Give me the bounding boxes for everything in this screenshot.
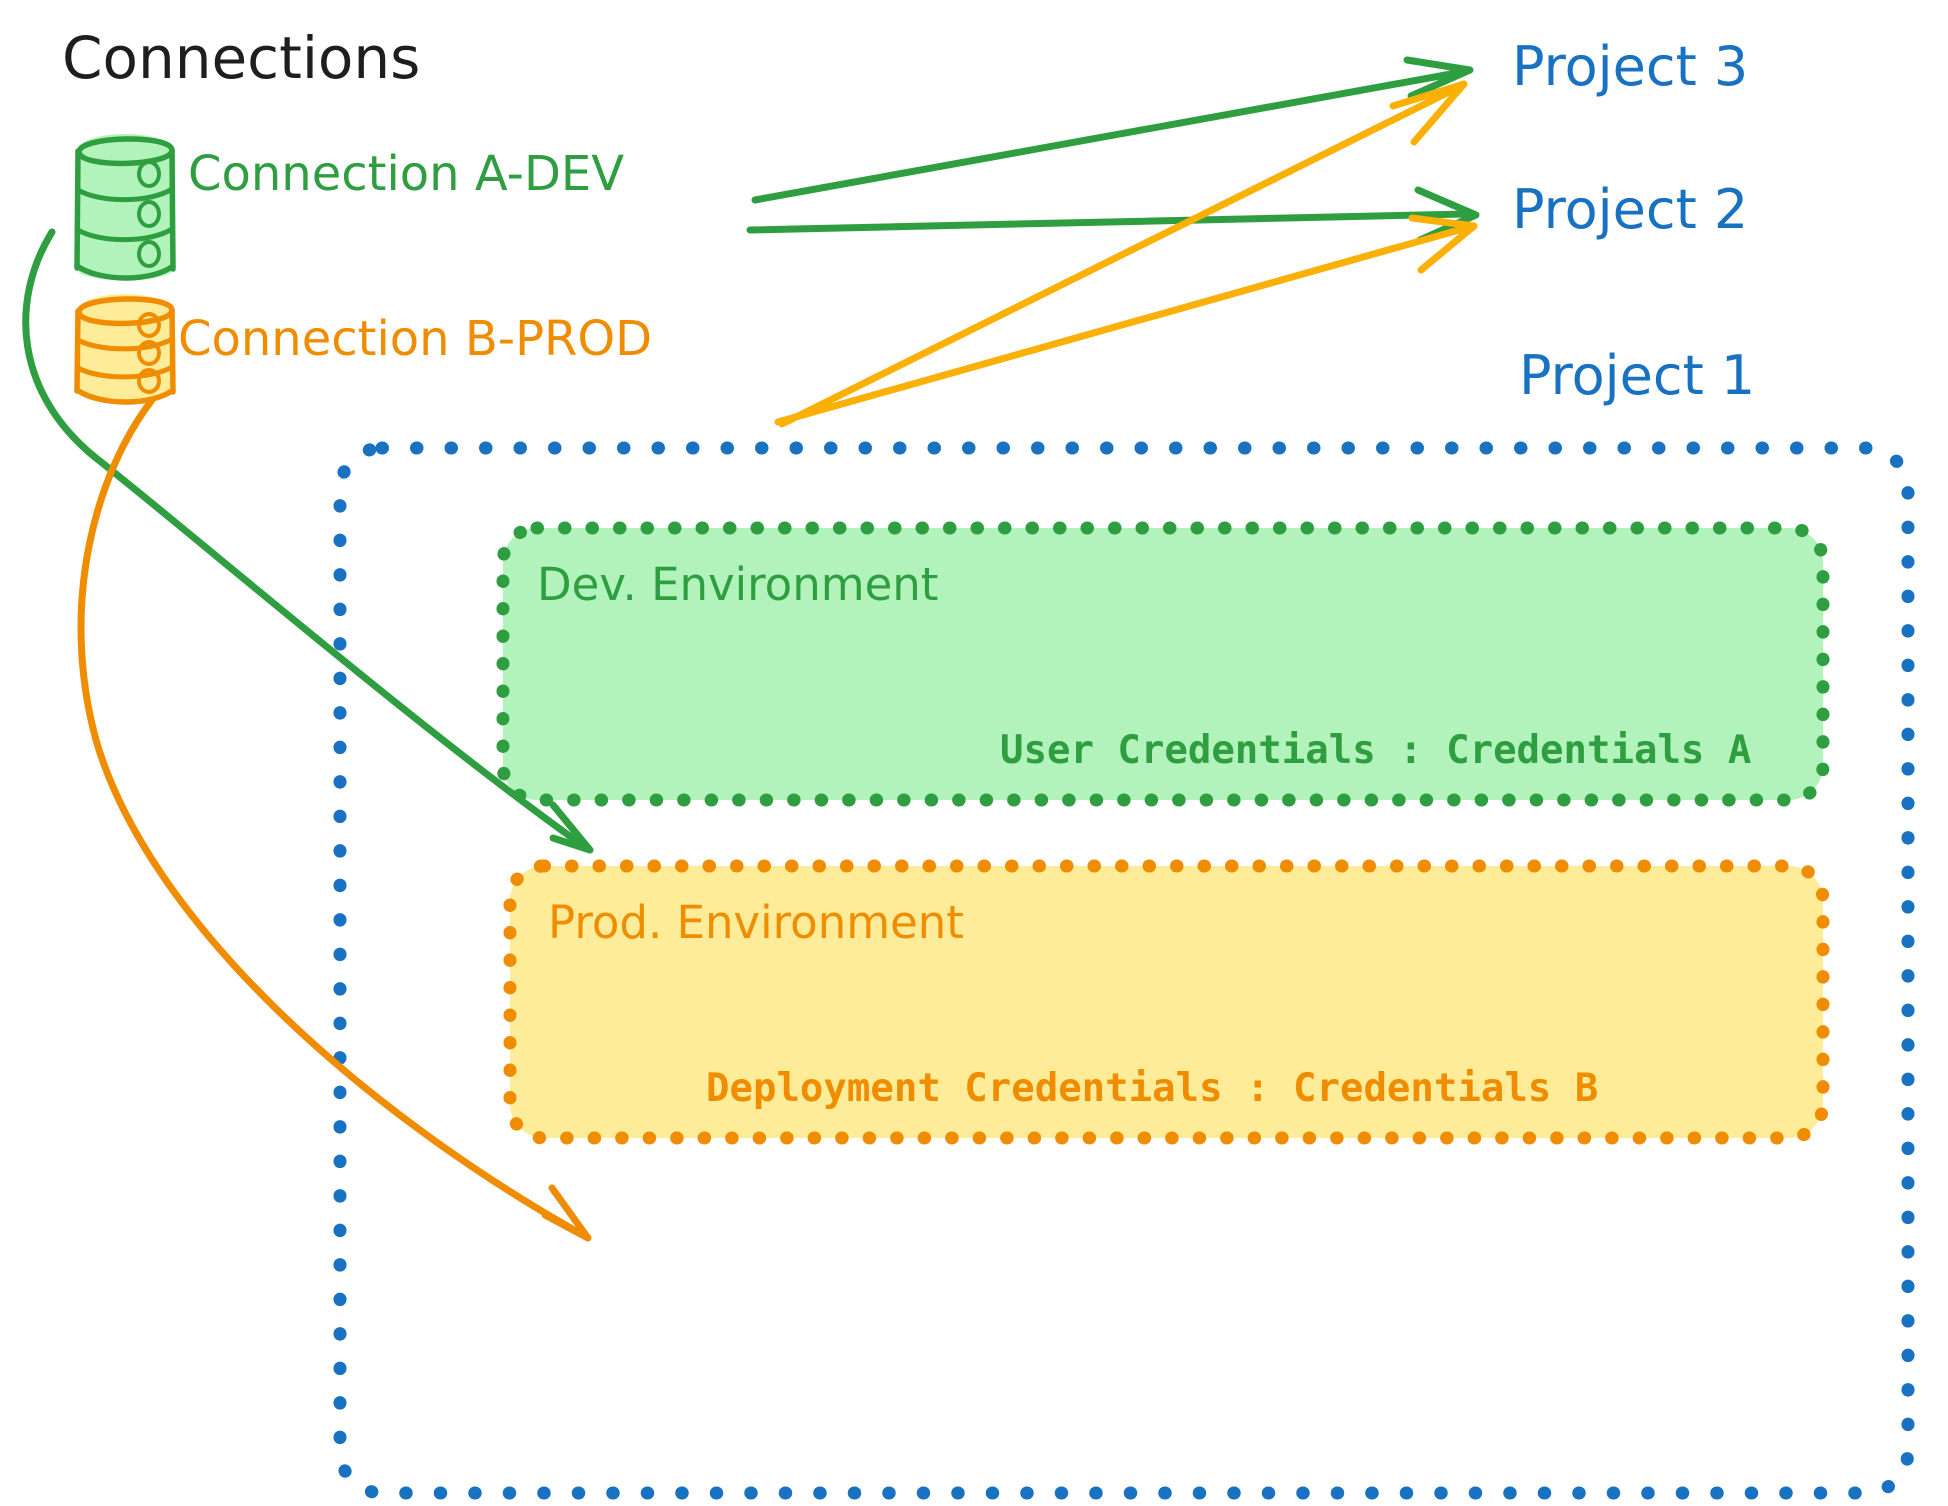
database-icon-bottom [74,263,176,281]
arrow-head [541,1184,592,1242]
database-icon-divider-2 [75,226,175,243]
arrow-head [1403,56,1474,100]
arrow-line [746,210,1470,234]
prod-environment-credentials: Deployment Credentials : Credentials B [706,1066,1598,1111]
database-icon-left-wall-2 [74,308,81,394]
connection-b-prod-label[interactable]: Connection B-PROD [178,311,652,367]
database-icon-body-fill-2 [78,310,172,402]
database-icon-led-3 [137,240,161,268]
database-icon-left-wall [74,148,81,271]
arrow-a-dev-to-dev-environment [22,228,594,854]
dev-environment-credentials: User Credentials : Credentials A [1000,728,1751,773]
database-icon-led-1 [137,160,161,188]
dev-environment-title: Dev. Environment [537,558,938,611]
arrow-line [778,84,1461,428]
connection-a-dev-label[interactable]: Connection A-DEV [188,146,624,202]
prod-environment-title: Prod. Environment [548,896,964,949]
database-icon-connection-b-prod[interactable] [74,294,176,405]
database-icon-bottom-2 [74,387,176,405]
project-1-container-border [333,441,1915,1500]
project-2-label[interactable]: Project 2 [1512,178,1748,241]
prod-environment-box[interactable]: Prod. Environment Deployment Credentials… [503,859,1830,1145]
database-icon-divider-1 [75,186,175,203]
arrow-head [1389,80,1468,146]
dev-environment-fill [503,528,1823,800]
database-icon-led-5 [137,340,161,366]
arrow-b-prod-to-project-3 [778,80,1468,428]
arrow-b-prod-to-project-2 [774,214,1478,426]
database-icon-connection-a-dev[interactable] [74,134,176,281]
database-icon-body-fill [78,150,172,280]
database-icon-led-6 [137,368,161,394]
arrow-a-dev-to-project-2 [746,186,1480,244]
database-icon-led-4 [137,312,161,338]
project-1-label[interactable]: Project 1 [1519,344,1755,407]
prod-environment-fill [510,866,1823,1138]
database-icon-led-2 [137,200,161,228]
arrow-line [22,228,589,851]
page-title: Connections [62,24,420,92]
dev-environment-box[interactable]: Dev. Environment User Credentials : Cred… [496,521,1830,807]
arrow-line [77,396,587,1239]
prod-environment-border [503,859,1830,1145]
dev-environment-border [496,521,1830,807]
database-icon-divider-3 [75,336,175,352]
arrow-line [751,68,1466,204]
arrow-line [774,224,1470,426]
database-icon-right-wall-2 [169,307,176,395]
database-icon-divider-4 [75,364,175,380]
arrow-head [1414,186,1480,244]
arrow-b-prod-to-prod-environment [77,396,592,1242]
arrow-a-dev-to-project-3 [751,56,1474,204]
project-1-container [333,441,1915,1500]
arrow-head [1408,214,1478,274]
database-icon-right-wall [169,147,176,272]
arrow-head [549,801,594,854]
project-3-label[interactable]: Project 3 [1512,35,1748,98]
